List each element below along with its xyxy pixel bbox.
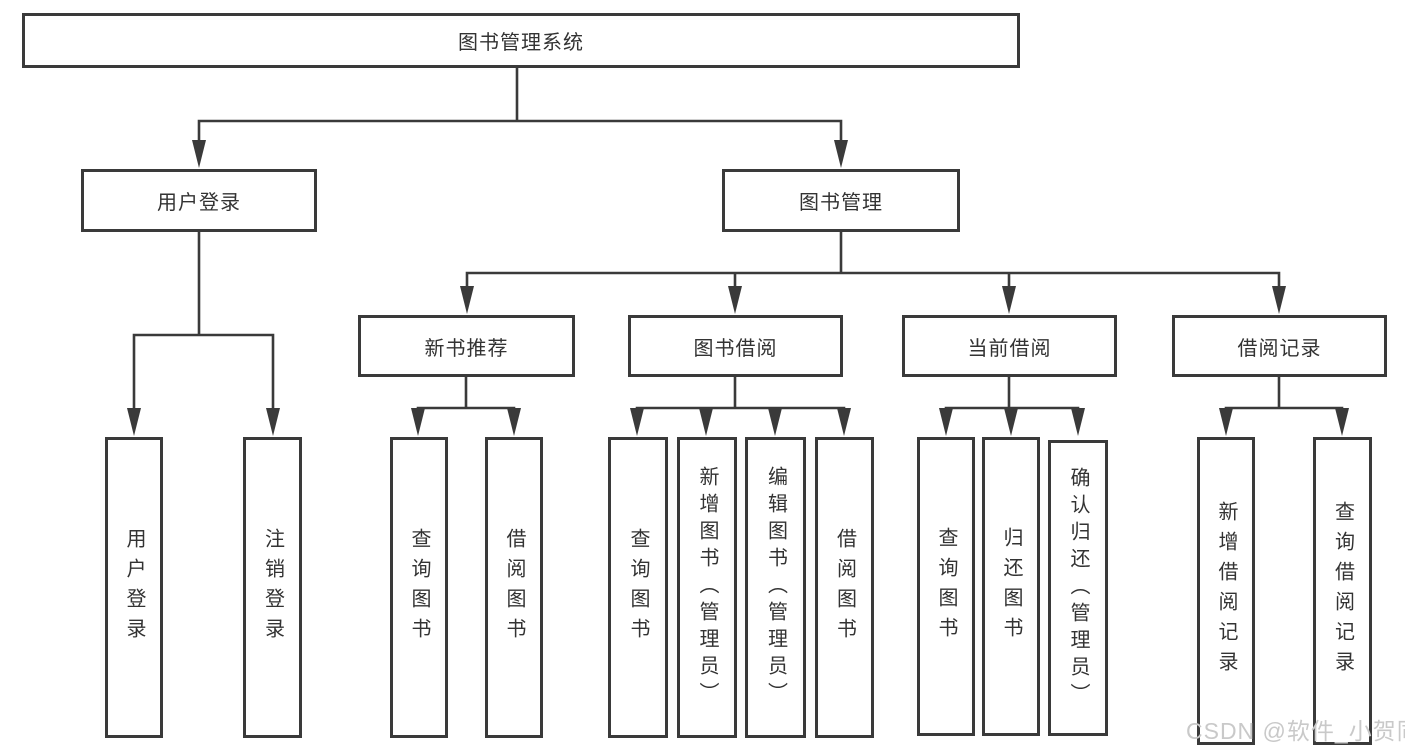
node-book-management-system: 图书管理系统 (22, 13, 1020, 68)
node-query-borrow-record: 查询借阅记录 (1313, 437, 1372, 745)
node-book-borrowing: 图书借阅 (628, 315, 843, 377)
watermark-text: CSDN @软件_小贺同学 (1186, 718, 1405, 744)
connector-bookborrow-to-leaves (630, 375, 851, 436)
node-return-books: 归还图书 (982, 437, 1040, 736)
node-query-books-newbooks: 查询图书 (390, 437, 448, 738)
node-borrowing-records: 借阅记录 (1172, 315, 1387, 377)
node-user-login: 用户登录 (81, 169, 317, 232)
connector-userlogin-to-leaves (127, 230, 280, 436)
node-new-book-recommendation: 新书推荐 (358, 315, 575, 377)
connector-currentborrow-to-leaves (939, 375, 1085, 436)
connector-bookmgmt-to-level3 (460, 230, 1286, 314)
node-borrow-books-borrow: 借阅图书 (815, 437, 874, 738)
connector-root-to-level2 (192, 66, 848, 168)
node-logout-login: 注销登录 (243, 437, 302, 738)
node-edit-books-admin: 编辑图书（管理员） (745, 437, 806, 738)
node-user-login-leaf: 用户登录 (105, 437, 163, 738)
node-confirm-return-admin: 确认归还（管理员） (1048, 440, 1108, 736)
node-query-books-current: 查询图书 (917, 437, 975, 736)
connector-newbooks-to-leaves (411, 375, 521, 436)
node-add-books-admin: 新增图书（管理员） (677, 437, 737, 738)
node-borrow-books-newbooks: 借阅图书 (485, 437, 543, 738)
node-book-management: 图书管理 (722, 169, 960, 232)
node-query-books-borrow: 查询图书 (608, 437, 668, 738)
node-current-borrowing: 当前借阅 (902, 315, 1117, 377)
connector-borrowrecords-to-leaves (1219, 375, 1349, 436)
node-add-borrow-record: 新增借阅记录 (1197, 437, 1255, 745)
